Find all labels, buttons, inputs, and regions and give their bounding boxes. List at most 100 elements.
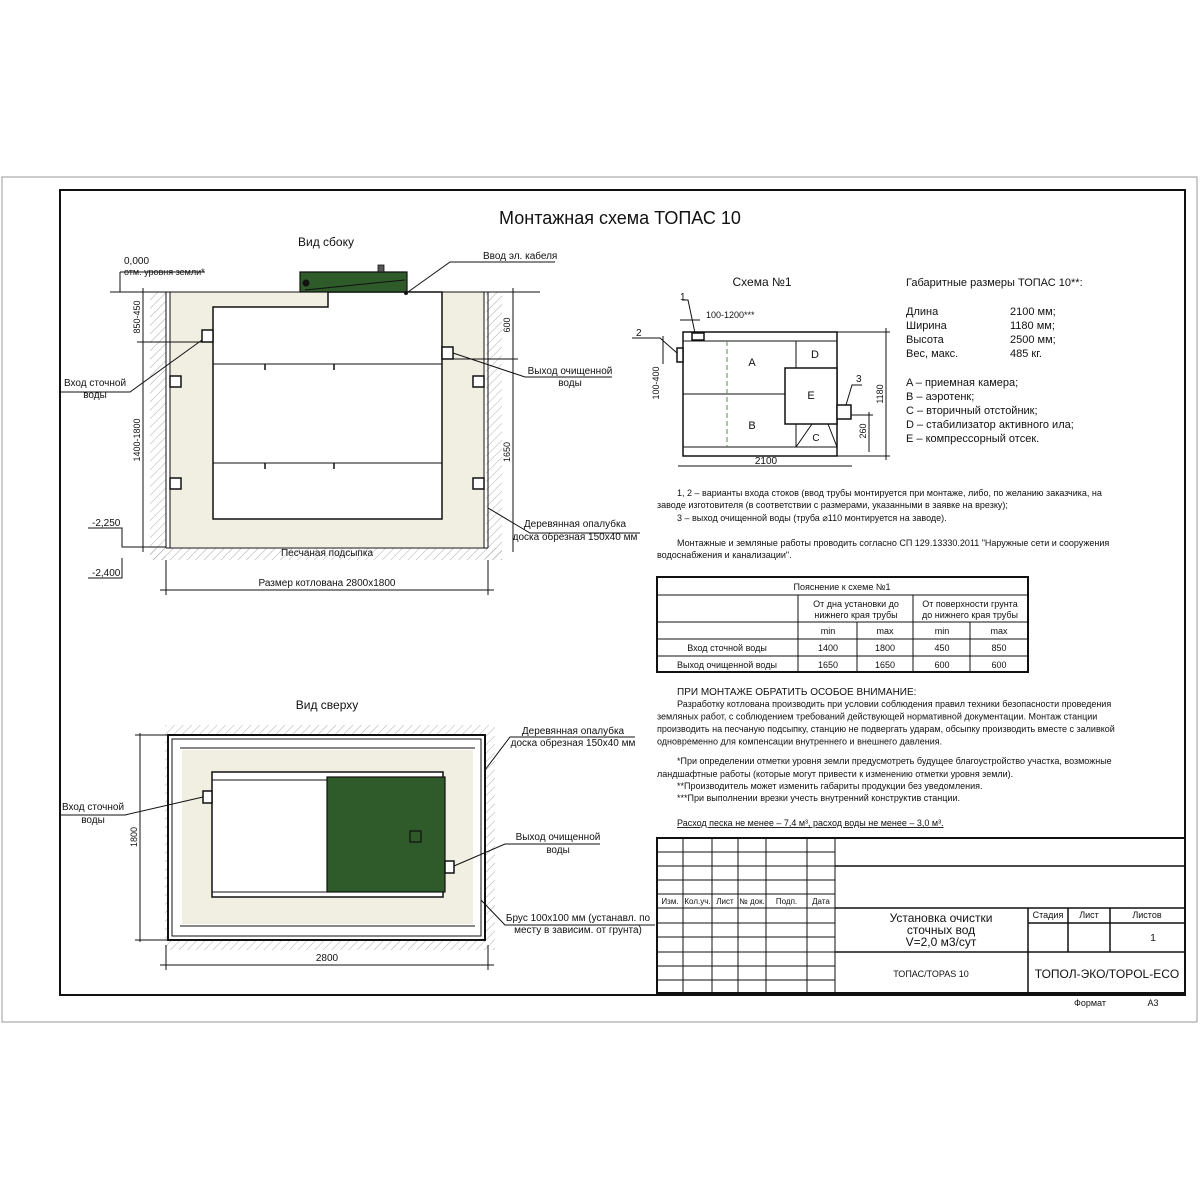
drawing-frame: [59, 189, 1186, 996]
sand-bed-label: Песчаная подсыпка: [281, 548, 373, 559]
beam-label-2: месту в зависим. от грунта): [514, 925, 642, 936]
dim-entry: 100-1200***: [706, 310, 755, 320]
side-view: Вид сбоку: [60, 235, 640, 595]
dimensions-title: Габаритные размеры ТОПАС 10**:: [906, 277, 1083, 289]
hatch-square: [409, 830, 422, 843]
top-view: Вид сверху Вход сточной воды Выход очище…: [60, 698, 655, 970]
inlet-label-top-2: воды: [81, 815, 105, 826]
dimension-value: 2100 мм;: [1010, 306, 1056, 318]
dimension-value: 1180 мм;: [1010, 320, 1055, 332]
scheme-title: Схема №1: [732, 275, 791, 289]
formwork-label-2: доска обрезная 150х40 мм: [513, 531, 638, 543]
tank-body: [212, 291, 443, 520]
title-block-column-header: Подп.: [776, 897, 797, 906]
formwork-label: Деревянная опалубка: [524, 518, 627, 530]
outlet-label-top: Выход очищенной: [516, 832, 601, 843]
dim-outlet-height: 1650: [502, 442, 512, 462]
zone-a: A: [748, 357, 756, 369]
dimensions-block: Габаритные размеры ТОПАС 10**: Длина 2100…: [906, 277, 1083, 445]
sheets-label: Листов: [1132, 910, 1161, 920]
inlet-label-top: Вход сточной: [62, 802, 124, 813]
title-block-column-header: № док.: [739, 897, 765, 906]
beam-label: Брус 100х100 мм (устанавл. по: [506, 913, 651, 924]
title-block-column-header: Дата: [812, 897, 830, 906]
outlet-label-2: воды: [558, 378, 582, 389]
outlet-label-top-2: воды: [546, 845, 570, 856]
attention-title: ПРИ МОНТАЖЕ ОБРАТИТЬ ОСОБОЕ ВНИМАНИЕ:: [677, 687, 916, 698]
zone-legend-item: A – приемная камера;: [906, 377, 1018, 389]
inlet-1: [691, 332, 705, 341]
note-3: 3 – выход очищенной воды (труба ⌀110 мон…: [677, 513, 947, 523]
col-max-2: max: [990, 626, 1008, 636]
col-min-1: min: [821, 626, 836, 636]
outlet-3: [836, 404, 852, 420]
inlet-pipe: [201, 329, 214, 343]
product-capacity: V=2,0 м3/сут: [906, 935, 977, 949]
format-value: А3: [1147, 998, 1158, 1008]
stage-label: Стадия: [1033, 910, 1064, 920]
attention-line: земляных работ, с соблюдением требований…: [657, 712, 1097, 722]
format-label: Формат: [1074, 998, 1106, 1008]
attention-line: производить на песчаную подсыпку, станци…: [657, 724, 1115, 734]
sheets-value: 1: [1150, 933, 1156, 944]
attention-line: Разработку котлована производить при усл…: [677, 699, 1111, 709]
zone-d: D: [811, 349, 819, 361]
note-1-line-1: 1, 2 – варианты входа стоков (ввод трубы…: [677, 488, 1102, 498]
zone-legend-item: D – стабилизатор активного ила;: [906, 419, 1074, 431]
zone-c: C: [812, 433, 819, 444]
formwork-label-top: Деревянная опалубка: [522, 725, 625, 737]
mark-2: 2: [636, 328, 642, 339]
works-note-1: Монтажные и земляные работы проводить со…: [677, 538, 1109, 548]
works-note-2: водоснабжения и канализации".: [657, 550, 792, 560]
drawing-title: Монтажная схема ТОПАС 10: [499, 208, 741, 228]
table-group-1: От дна установки до: [813, 599, 899, 609]
dimension-label: Высота: [906, 334, 945, 346]
dim-inlet-height: 1400-1800: [132, 418, 142, 461]
dim-length: 2100: [755, 456, 778, 467]
zone-legend-item: B – аэротенк;: [906, 391, 974, 403]
cable-entry-label: Ввод эл. кабеля: [483, 250, 557, 262]
pit-size-label: Размер котлована 2800х1800: [259, 578, 396, 589]
inlet-label-2: воды: [83, 390, 107, 401]
level-pit-bottom: -2,400: [92, 568, 121, 579]
title-block-column-header: Изм.: [661, 897, 678, 906]
tank-lid-top: [326, 776, 446, 893]
footnote-1-line-1: *При определении отметки уровня земли пр…: [677, 756, 1112, 766]
title-block-column-header: Кол.уч.: [684, 897, 710, 906]
dimension-value: 2500 мм;: [1010, 334, 1056, 346]
dim-side: 100-400: [651, 366, 661, 399]
inlet-2: [676, 347, 684, 363]
top-view-title: Вид сверху: [296, 698, 359, 712]
dim-inlet-depth: 850-450: [132, 300, 142, 333]
table-row-label: Выход очищенной воды: [677, 660, 777, 670]
table-title: Пояснение к схеме №1: [793, 582, 890, 592]
scheme-table: Пояснение к схеме №1 От дна установки до…: [656, 576, 1029, 673]
soil-hatch-left: [150, 292, 166, 560]
table-cell: 1800: [875, 643, 895, 653]
outlet-label: Выход очищенной: [528, 366, 613, 377]
mark-3: 3: [856, 374, 862, 385]
footnote-3: ***При выполнении врезки учесть внутренн…: [677, 793, 960, 803]
col-min-2: min: [935, 626, 950, 636]
zone-legend-item: C – вторичный отстойник;: [906, 405, 1038, 417]
level-tank-bottom: -2,250: [92, 518, 121, 529]
dimension-value: 485 кг.: [1010, 348, 1042, 360]
product-name-1: Установка очистки: [890, 911, 993, 925]
product-code: ТОПАС/TOPAS 10: [893, 969, 969, 979]
dim-pit-length: 2800: [316, 953, 339, 964]
zone-legend-item: E – компрессорный отсек.: [906, 433, 1039, 445]
dimension-label: Ширина: [906, 320, 948, 332]
company-name: ТОПОЛ-ЭКО/TOPOL-ECO: [1035, 967, 1179, 981]
dimension-label: Длина: [906, 306, 939, 318]
soil-hatch-bottom: [150, 548, 502, 560]
outlet-pipe: [441, 346, 454, 360]
table-cell: 1400: [818, 643, 838, 653]
formwork-label-top-2: доска обрезная 150х40 мм: [511, 737, 636, 749]
dimension-label: Вес, макс.: [906, 348, 958, 360]
inlet-label: Вход сточной: [64, 378, 126, 389]
scheme-1: Схема №1 A B C D E 1 2 3 100-1200*** 100…: [632, 275, 890, 467]
side-view-title: Вид сбоку: [298, 235, 354, 249]
attention-line: одновременно для компенсации внутреннего…: [657, 737, 942, 747]
